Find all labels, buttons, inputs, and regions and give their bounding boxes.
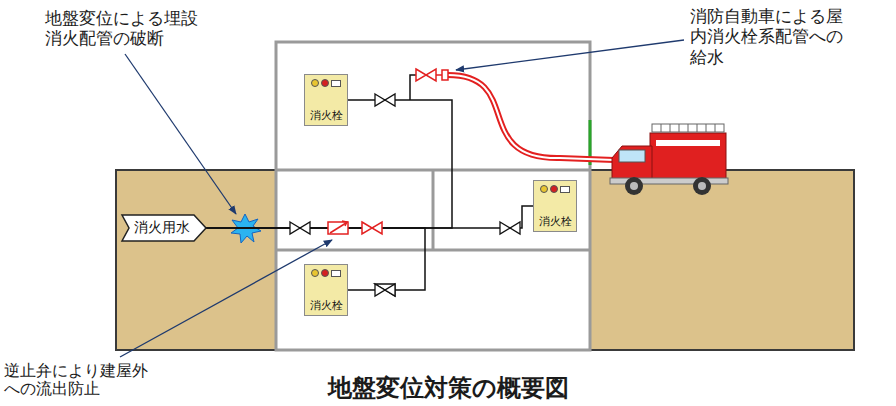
leader-lines bbox=[120, 40, 684, 357]
lamp bbox=[321, 269, 329, 277]
callout-note: 逆止弁により建屋外 への流出防止 bbox=[4, 362, 155, 399]
hydrant-cabinet: 消火栓 bbox=[304, 264, 348, 316]
callout-note: 地盤変位による埋設 消火配管の破断 bbox=[45, 8, 206, 49]
lamp bbox=[331, 270, 341, 277]
lamp bbox=[331, 80, 341, 87]
hydrant-cabinet: 消火栓 bbox=[304, 74, 348, 126]
building bbox=[276, 42, 590, 350]
node-text: 消火栓 bbox=[310, 108, 343, 123]
hose-branch-pipe bbox=[410, 75, 416, 100]
lamp bbox=[311, 269, 319, 277]
indicator-lamps bbox=[311, 268, 341, 278]
node-text: 消火用水 bbox=[134, 219, 190, 237]
lamp bbox=[311, 79, 319, 87]
lamp bbox=[560, 186, 570, 193]
red-valve bbox=[362, 69, 448, 234]
hydrant-cabinet: 消火栓 bbox=[533, 180, 577, 232]
lamp bbox=[550, 185, 558, 193]
diagram-title: 地盤変位対策の概要図 bbox=[0, 374, 896, 403]
lamp bbox=[321, 79, 329, 87]
fire-truck bbox=[610, 124, 728, 195]
indicator-lamps bbox=[311, 78, 341, 88]
node-text: 消火栓 bbox=[310, 298, 343, 313]
pipe-line bbox=[206, 100, 452, 228]
node-text: 消火栓 bbox=[539, 214, 572, 229]
lamp bbox=[540, 185, 548, 193]
fire-hose bbox=[448, 75, 614, 160]
pipe-line bbox=[206, 206, 533, 228]
callout-note: 消防自動車による屋 内消火栓系配管への 給水 bbox=[690, 6, 851, 67]
indicator-lamps bbox=[540, 184, 570, 194]
water-source-box: 消火用水 bbox=[122, 215, 206, 241]
check-valve bbox=[328, 221, 348, 234]
